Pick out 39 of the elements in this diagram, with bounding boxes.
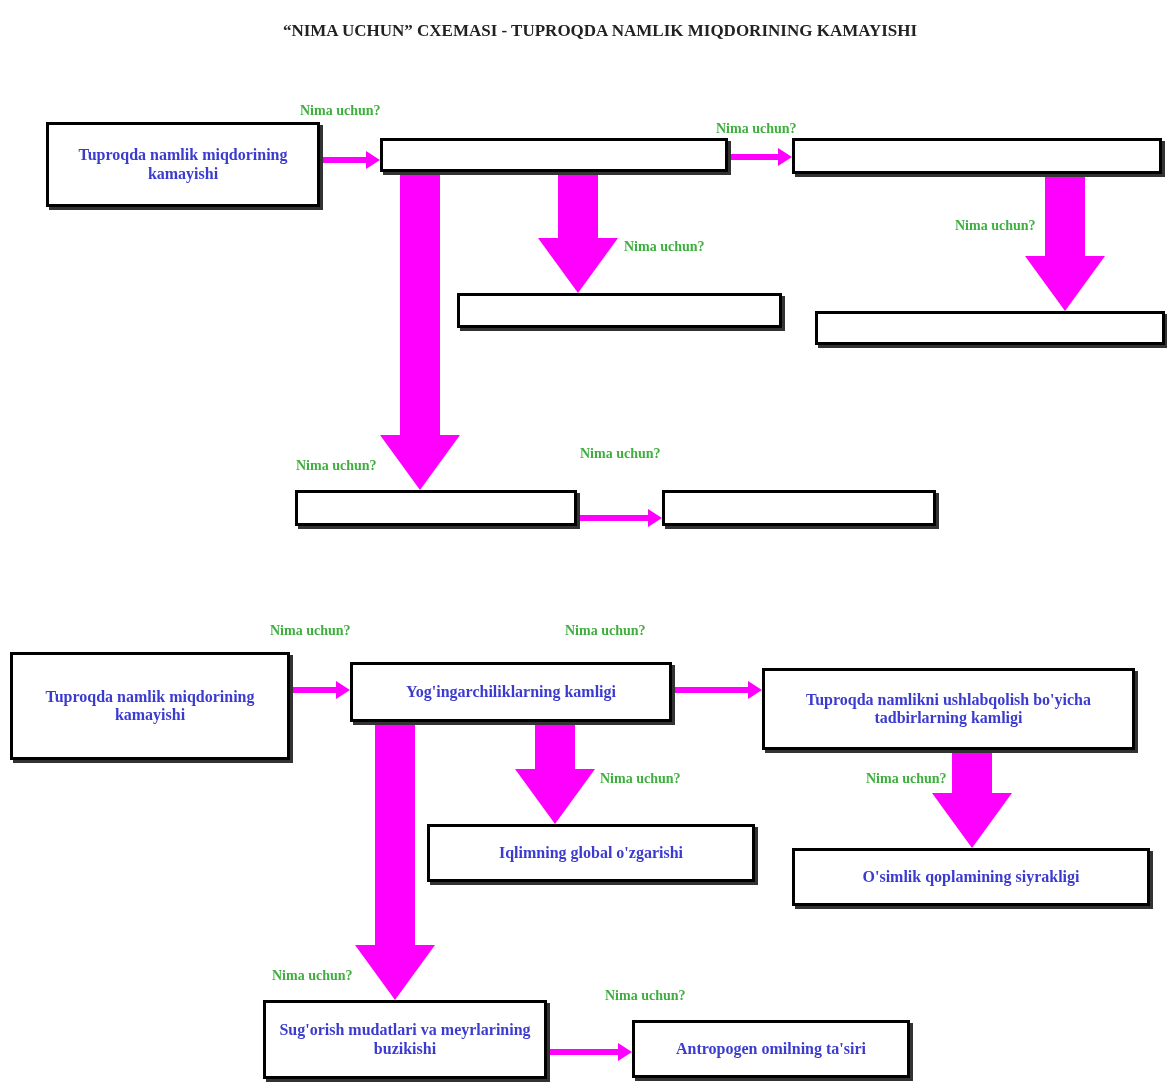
text-box: Tuproqda namlik miqdorining kamayishi xyxy=(46,122,320,207)
edge-label: Nima uchun? xyxy=(272,967,353,985)
text-box: Tuproqda namlikni ushlabqolish bo'yicha tadbirlarning kamligi xyxy=(762,668,1135,750)
edge-label: Nima uchun? xyxy=(955,217,1036,235)
empty-box xyxy=(662,490,936,526)
edge-label: Nima uchun? xyxy=(580,445,661,463)
edge-label: Nima uchun? xyxy=(605,987,686,1005)
edge-label: Nima uchun? xyxy=(270,622,351,640)
text-box: Antropogen omilning ta'siri xyxy=(632,1020,910,1078)
empty-box xyxy=(295,490,577,526)
text-box: Sug'orish mudatlari va meyrlarining buzikishi xyxy=(263,1000,547,1079)
text-box: Iqlimning global o'zgarishi xyxy=(427,824,755,882)
arrow xyxy=(290,681,350,699)
edge-label: Nima uchun? xyxy=(565,622,646,640)
empty-box xyxy=(792,138,1162,174)
arrow xyxy=(728,148,792,166)
text-box: Yog'ingarchiliklarning kamligi xyxy=(350,662,672,722)
arrow xyxy=(547,1043,632,1061)
edge-label: Nima uchun? xyxy=(300,102,381,120)
arrow xyxy=(320,151,380,169)
empty-box xyxy=(380,138,728,172)
edge-label: Nima uchun? xyxy=(716,120,797,138)
empty-box xyxy=(457,293,782,328)
edge-label: Nima uchun? xyxy=(866,770,947,788)
arrow xyxy=(672,681,762,699)
block-arrow xyxy=(355,722,435,1000)
block-arrow xyxy=(538,172,618,293)
empty-box xyxy=(815,311,1165,345)
block-arrow xyxy=(932,750,1012,848)
text-box: O'simlik qoplamining siyrakligi xyxy=(792,848,1150,906)
edge-label: Nima uchun? xyxy=(600,770,681,788)
arrow xyxy=(577,509,662,527)
edge-label: Nima uchun? xyxy=(296,457,377,475)
title: “NIMA UCHUN” CXEMASI - TUPROQDA NAMLIK MIQDORINING KAMAYISHI xyxy=(281,20,919,42)
block-arrow xyxy=(380,172,460,490)
edge-label: Nima uchun? xyxy=(624,238,705,256)
block-arrow xyxy=(1025,174,1105,311)
block-arrow xyxy=(515,722,595,824)
text-box: Tuproqda namlik miqdorining kamayishi xyxy=(10,652,290,760)
